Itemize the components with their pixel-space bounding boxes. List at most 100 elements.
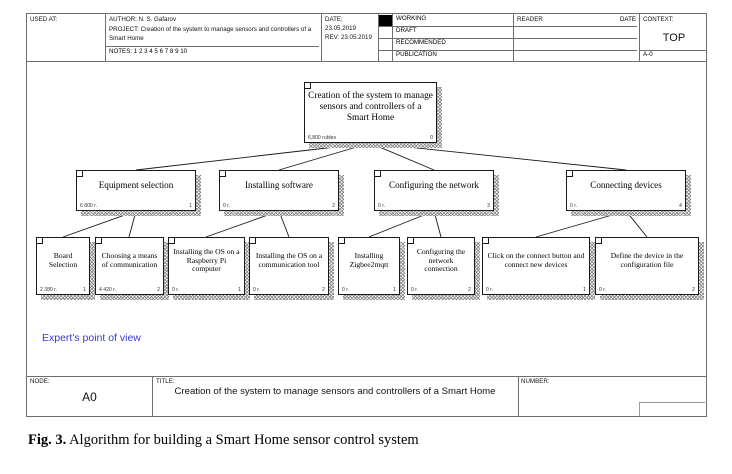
- activity-box-install-os-communication-tool[interactable]: Installing the OS on a communication too…: [249, 237, 334, 300]
- activity-box-root[interactable]: Creation of the system to manage sensors…: [304, 82, 442, 148]
- context-node: A-0: [643, 51, 653, 58]
- activity-number: 3: [487, 203, 490, 209]
- activity-box-configuring-network-connection[interactable]: Configuring the network connection 0 r. …: [407, 237, 480, 300]
- activity-cost: 0 r.: [253, 287, 261, 293]
- figure-caption-text: Algorithm for building a Smart Home sens…: [66, 432, 419, 448]
- activity-title: Configuring the network connection: [416, 246, 466, 274]
- activity-box-click-connect-button[interactable]: Click on the connect button and connect …: [482, 237, 595, 300]
- activity-number: 2: [157, 287, 160, 293]
- activity-box-choosing-communication-means[interactable]: Choosing a means of communication 4 420 …: [95, 237, 169, 300]
- node-label: NODE:: [30, 378, 50, 385]
- corner-notch-icon: [305, 83, 311, 89]
- activity-title: Click on the connect button and connect …: [487, 251, 585, 269]
- activity-box-define-device-config-file[interactable]: Define the device in the configuration f…: [595, 237, 704, 300]
- header-context-cell: CONTEXT:: [640, 14, 708, 62]
- notes-value: 1 2 3 4 5 6 7 8 9 10: [133, 48, 188, 55]
- box-body: Equipment selection 6 800 r. 1: [76, 170, 196, 211]
- corner-notch-icon: [408, 238, 414, 244]
- activity-number: 1: [583, 287, 586, 293]
- activity-cost: 0 r.: [342, 287, 350, 293]
- number-value-box[interactable]: [639, 402, 705, 416]
- date-row: DATE: 23.05.2019: [325, 16, 375, 34]
- activity-title: Installing Zigbee2mqtt: [349, 251, 389, 269]
- author-value: N. S. Gafarov: [138, 16, 177, 23]
- number-label: NUMBER:: [521, 378, 550, 385]
- header-divider-3: [378, 14, 379, 61]
- activity-box-equipment-selection[interactable]: Equipment selection 6 800 r. 1: [76, 170, 201, 216]
- corner-notch-icon: [567, 171, 573, 177]
- box-body: Configuring the network 0 r. 3: [374, 170, 494, 211]
- activity-cost: 0 r.: [172, 287, 180, 293]
- activity-box-connecting-devices[interactable]: Connecting devices 0 r. 4: [566, 170, 691, 216]
- activity-title: Installing the OS on a communication too…: [255, 251, 323, 269]
- activity-title: Equipment selection: [98, 180, 174, 191]
- activity-number: 1: [393, 287, 396, 293]
- header-date-cell: DATE: 23.05.2019 REV: 23.05.2019: [322, 14, 378, 62]
- corner-notch-icon: [596, 238, 602, 244]
- header-rule-1: [378, 26, 637, 27]
- activity-number: 2: [332, 203, 335, 209]
- header-rule-notes: [106, 46, 319, 47]
- box-body: Installing Zigbee2mqtt 0 r. 1: [338, 237, 400, 295]
- box-body: Connecting devices 0 r. 4: [566, 170, 686, 211]
- box-body: Creation of the system to manage sensors…: [304, 82, 437, 143]
- viewpoint-label: Expert's point of view: [42, 332, 141, 344]
- corner-notch-icon: [339, 238, 345, 244]
- notes-row: NOTES: 1 2 3 4 5 6 7 8 9 10: [109, 48, 187, 55]
- corner-notch-icon: [483, 238, 489, 244]
- rev-label: REV:: [325, 33, 340, 41]
- activity-title: Board Selection: [48, 251, 78, 269]
- activity-cost: 6 800 r.: [80, 203, 97, 209]
- rev-value: 23.05.2019: [340, 33, 372, 41]
- header-author-cell: AUTHOR: N. S. Gafarov PROJECT: Creation …: [106, 14, 321, 62]
- activity-title: Installing the OS on a Raspberry Pi comp…: [173, 246, 240, 274]
- activity-number: 0: [430, 135, 433, 141]
- activity-cost: 0 r.: [486, 287, 494, 293]
- activity-number: 1: [83, 287, 86, 293]
- activity-box-configuring-the-network[interactable]: Configuring the network 0 r. 3: [374, 170, 499, 216]
- box-body: Define the device in the configuration f…: [595, 237, 699, 295]
- header-rule-context: [640, 50, 706, 51]
- activity-box-board-selection[interactable]: Board Selection 2 380 r. 1: [36, 237, 95, 300]
- used-at-label: USED AT:: [30, 16, 58, 23]
- figure-caption: Fig. 3. Algorithm for building a Smart H…: [28, 432, 704, 449]
- header-divider-5: [513, 14, 514, 61]
- date-value: 23.05.2019: [325, 24, 356, 32]
- box-body: Configuring the network connection 0 r. …: [407, 237, 475, 295]
- activity-cost: 0 r.: [223, 203, 231, 209]
- date-label: DATE:: [325, 16, 343, 23]
- context-label: CONTEXT:: [643, 16, 674, 23]
- box-body: Installing software 0 r. 2: [219, 170, 339, 211]
- context-value: TOP: [662, 32, 686, 44]
- box-body: Installing the OS on a communication too…: [249, 237, 329, 295]
- corner-notch-icon: [250, 238, 256, 244]
- header-divider-1: [105, 14, 106, 61]
- notes-label: NOTES:: [109, 48, 133, 55]
- activity-box-installing-zigbee2mqtt[interactable]: Installing Zigbee2mqtt 0 r. 1: [338, 237, 405, 300]
- activity-cost: 2 380 r.: [40, 287, 57, 293]
- activity-box-installing-software[interactable]: Installing software 0 r. 2: [219, 170, 344, 216]
- activity-title: Configuring the network: [389, 180, 479, 191]
- activity-number: 1: [238, 287, 241, 293]
- activity-title: Creation of the system to manage sensors…: [308, 91, 433, 123]
- reader-date-label: DATE: [619, 16, 636, 23]
- header-used-at-cell: USED AT:: [27, 14, 105, 62]
- corner-notch-icon: [375, 171, 381, 177]
- header-reader-cell: READER: [514, 14, 639, 27]
- box-body: Board Selection 2 380 r. 1: [36, 237, 90, 295]
- project-row: PROJECT: Creation of the system to manag…: [109, 26, 318, 44]
- activity-cost: 4 420 r.: [99, 287, 116, 293]
- project-value: Creation of the system to manage sensors…: [109, 25, 312, 42]
- status-recommended: RECOMMENDED: [396, 39, 446, 46]
- corner-notch-icon: [77, 171, 83, 177]
- project-label: PROJECT:: [109, 25, 139, 33]
- diagram-footer: NODE: A0 TITLE: Creation of the system t…: [27, 376, 706, 416]
- activity-cost: 0 r.: [378, 203, 386, 209]
- activity-box-install-os-raspberry-pi[interactable]: Installing the OS on a Raspberry Pi comp…: [168, 237, 250, 300]
- header-divider-6: [639, 14, 640, 61]
- box-body: Installing the OS on a Raspberry Pi comp…: [168, 237, 245, 295]
- title-label: TITLE:: [156, 378, 175, 385]
- node-value: A0: [82, 390, 97, 404]
- activity-cost: 6,800 rubles: [308, 135, 337, 141]
- activity-title: Choosing a means of communication: [101, 251, 158, 269]
